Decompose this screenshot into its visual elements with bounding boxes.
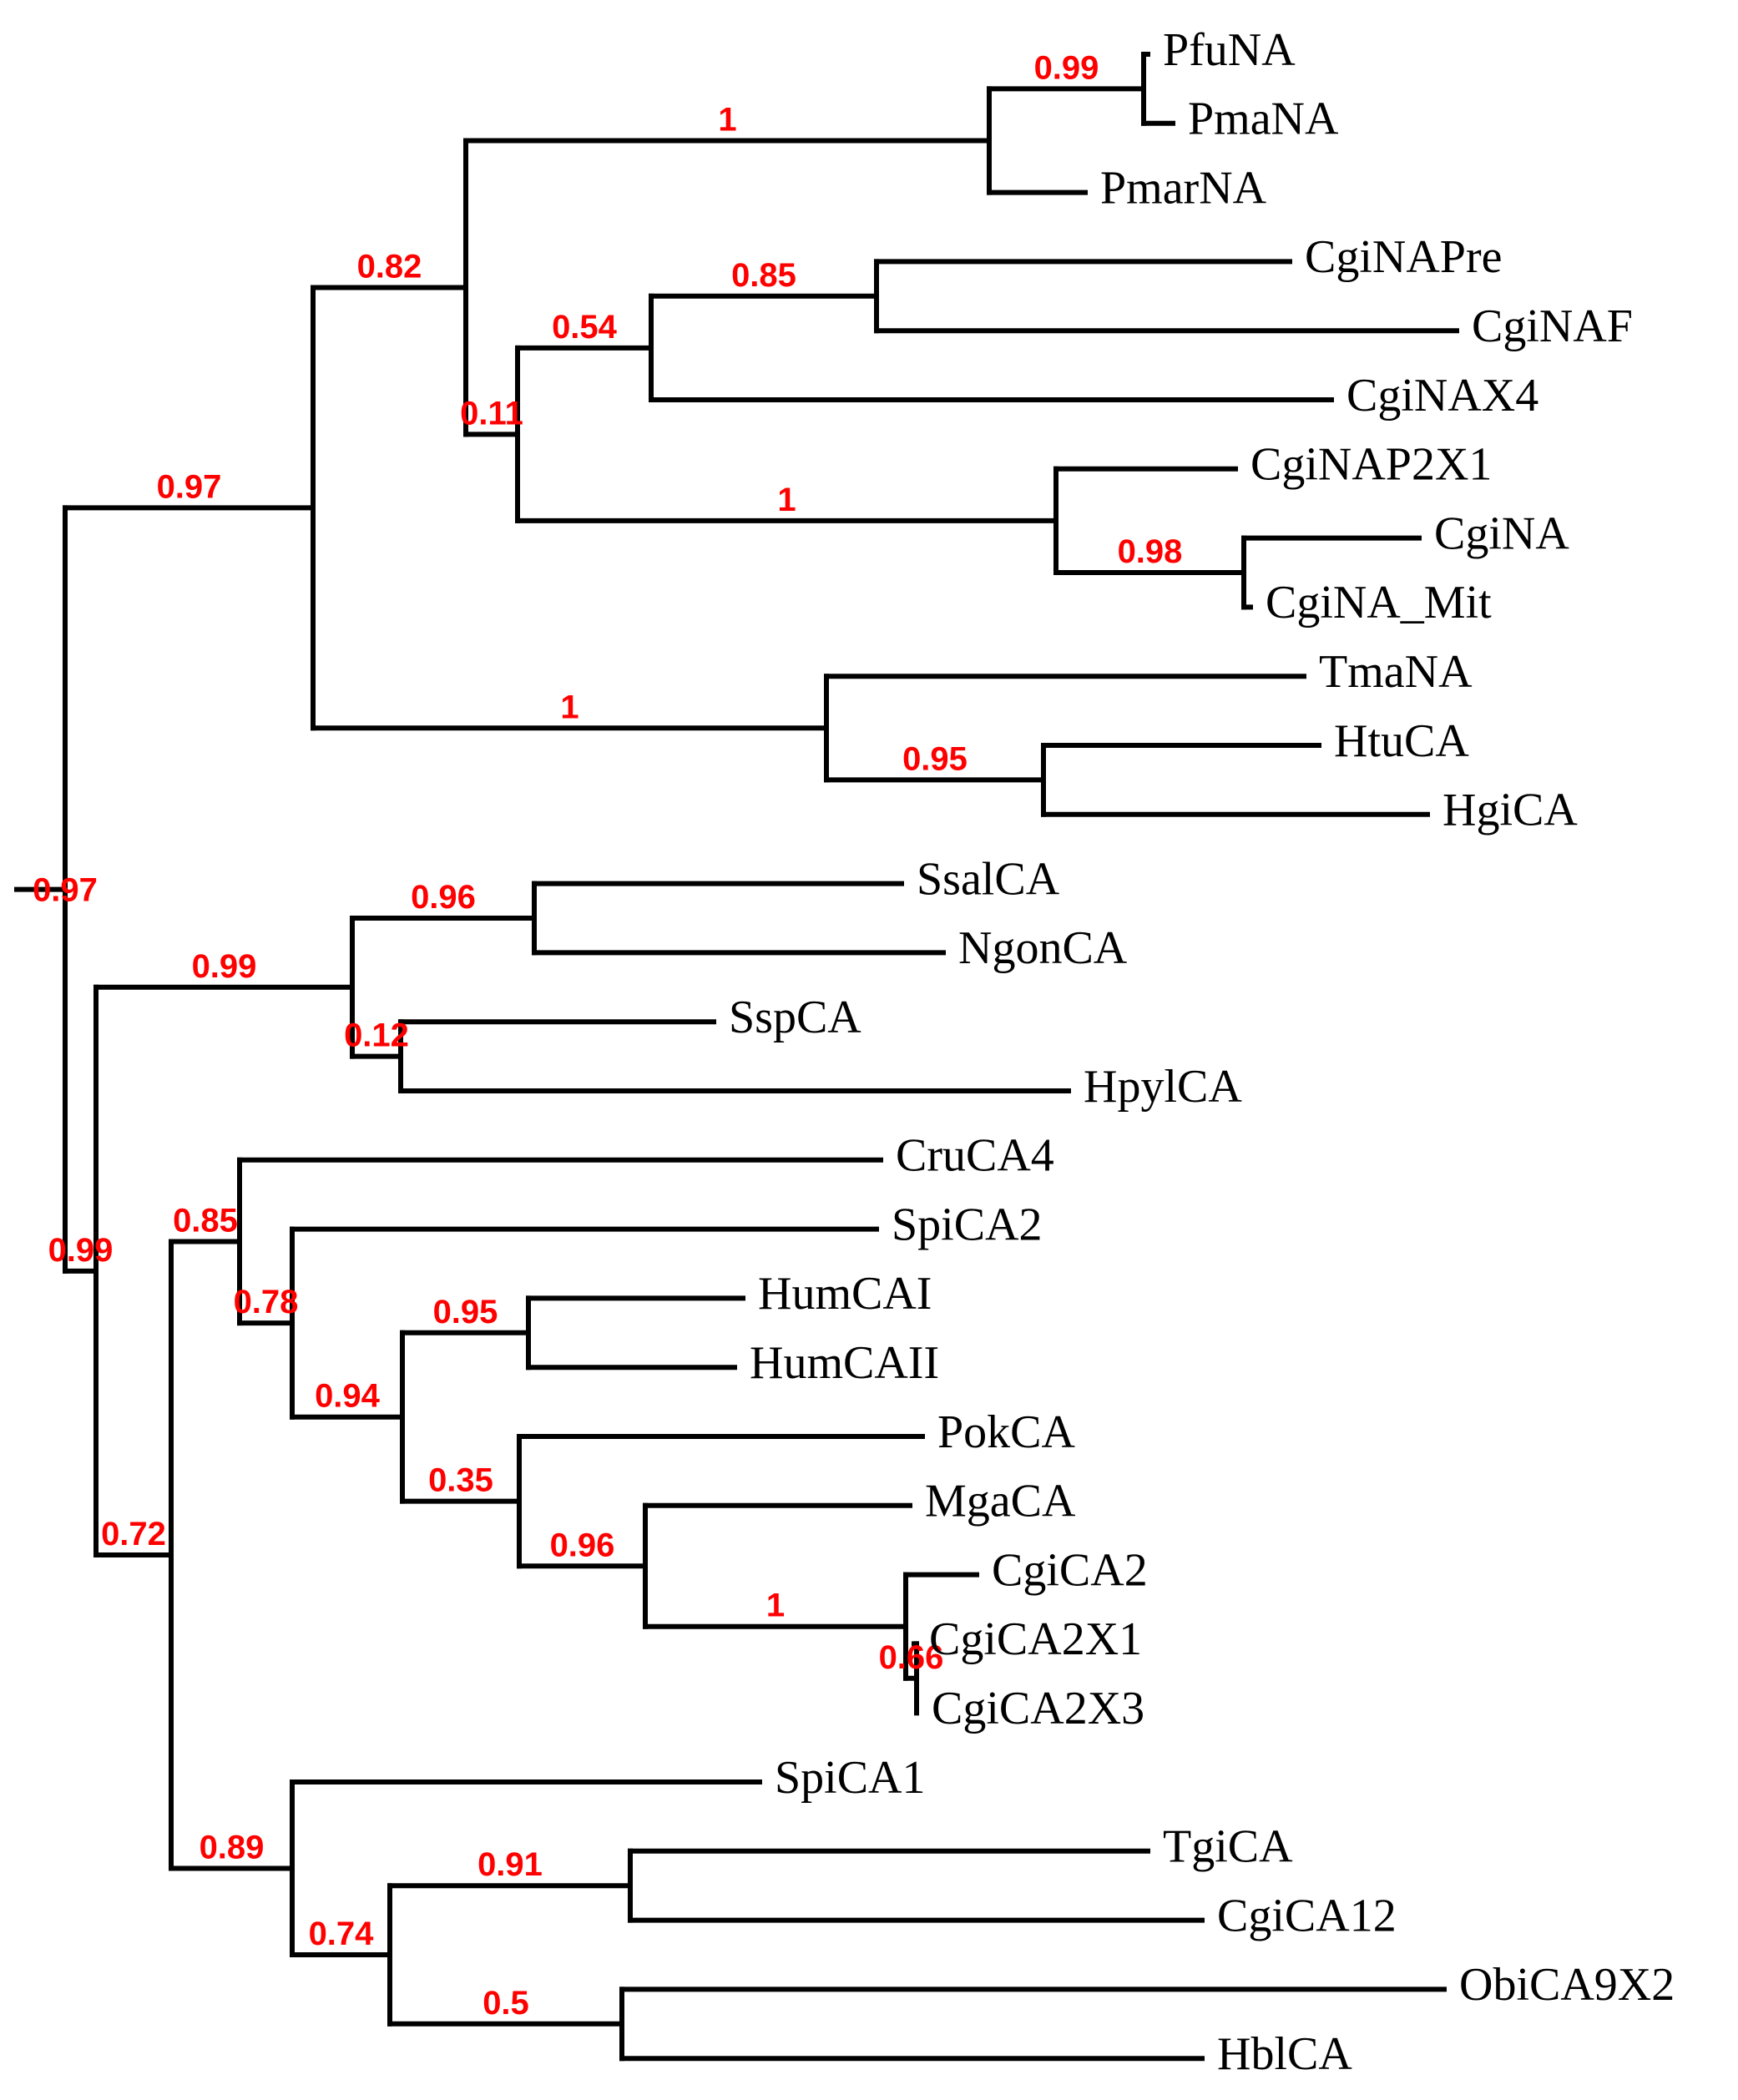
leaf-label-HumCAII: HumCAII bbox=[750, 1337, 939, 1389]
tree-branches bbox=[14, 52, 1459, 2062]
leaf-label-CgiNA_Mit: CgiNA_Mit bbox=[1266, 577, 1492, 628]
support-n_na_all: 0.82 bbox=[357, 248, 422, 285]
leaf-label-SspCA: SspCA bbox=[729, 992, 861, 1043]
support-n_upper: 0.97 bbox=[157, 468, 222, 505]
leaf-label-NgonCA: NgonCA bbox=[958, 922, 1128, 974]
support-n_na_mit: 0.98 bbox=[1118, 533, 1183, 570]
support-n_pok: 0.35 bbox=[428, 1462, 493, 1499]
leaf-label-PokCA: PokCA bbox=[937, 1406, 1075, 1458]
leaf-label-CgiNAP2X1: CgiNAP2X1 bbox=[1250, 439, 1492, 491]
support-n_ssp_hpyl: 0.12 bbox=[344, 1017, 409, 1054]
leaf-label-CgiNAX4: CgiNAX4 bbox=[1346, 370, 1538, 422]
leaf-label-CgiCA2X1: CgiCA2X1 bbox=[929, 1613, 1142, 1665]
support-n_pfu_pma: 0.99 bbox=[1034, 49, 1099, 86]
leaf-label-PfuNA: PfuNA bbox=[1163, 24, 1296, 76]
support-n_cgi: 0.11 bbox=[460, 395, 523, 432]
leaf-label-HgiCA: HgiCA bbox=[1442, 785, 1578, 836]
leaf-label-CgiNAPre: CgiNAPre bbox=[1305, 231, 1502, 283]
support-n_pmar: 1 bbox=[718, 102, 736, 139]
leaf-label-CgiCA12: CgiCA12 bbox=[1217, 1890, 1397, 1941]
support-n_cru: 0.85 bbox=[173, 1202, 238, 1239]
support-n_x1_x3: 0.66 bbox=[879, 1639, 944, 1676]
support-root: 0.97 bbox=[33, 872, 98, 909]
leaf-label-HumCAI: HumCAI bbox=[758, 1268, 932, 1320]
support-values: 0.99 1 0.85 0.54 0.98 1 0.11 0.82 0.95 1 0.97 0.96 0… bbox=[33, 49, 1182, 2021]
support-n_ca_x: 0.74 bbox=[309, 1916, 375, 1952]
support-n_mga: 0.96 bbox=[550, 1527, 615, 1563]
support-n_lower: 0.99 bbox=[48, 1232, 114, 1269]
support-n_spica2: 0.78 bbox=[234, 1284, 299, 1320]
support-n_cgica2: 1 bbox=[766, 1588, 785, 1624]
support-n_tgi_cgi12: 0.91 bbox=[477, 1846, 543, 1883]
support-n_pre_f: 0.85 bbox=[731, 257, 796, 294]
leaf-label-MgaCA: MgaCA bbox=[925, 1476, 1076, 1527]
support-n_bact: 0.99 bbox=[192, 948, 257, 985]
support-n_htu_hgi: 0.95 bbox=[902, 740, 968, 777]
leaf-label-SsalCA: SsalCA bbox=[917, 853, 1060, 905]
leaf-label-TmaNA: TmaNA bbox=[1319, 646, 1473, 698]
support-n_hum_pok: 0.94 bbox=[315, 1378, 381, 1415]
leaf-label-CruCA4: CruCA4 bbox=[896, 1130, 1054, 1182]
leaf-label-HblCA: HblCA bbox=[1217, 2028, 1352, 2080]
leaf-label-TgiCA: TgiCA bbox=[1163, 1821, 1293, 1873]
support-n_tma: 1 bbox=[560, 689, 578, 725]
support-n_hum: 0.95 bbox=[433, 1294, 498, 1330]
support-n_x4: 0.54 bbox=[552, 309, 618, 346]
support-n_alpha: 0.72 bbox=[101, 1516, 166, 1552]
leaf-label-PmarNA: PmarNA bbox=[1100, 162, 1267, 214]
leaf-label-ObiCA9X2: ObiCA9X2 bbox=[1459, 1959, 1675, 2011]
leaf-label-HpylCA: HpylCA bbox=[1084, 1061, 1242, 1113]
support-n_spica1: 0.89 bbox=[200, 1830, 265, 1866]
leaf-label-PmaNA: PmaNA bbox=[1188, 93, 1339, 145]
leaf-label-SpiCA1: SpiCA1 bbox=[775, 1752, 926, 1804]
leaf-label-CgiNAF: CgiNAF bbox=[1472, 300, 1633, 352]
support-n_p2x1: 1 bbox=[777, 482, 796, 518]
leaf-label-CgiCA2: CgiCA2 bbox=[992, 1544, 1148, 1596]
support-n_ssal_ngon: 0.96 bbox=[411, 879, 476, 916]
support-n_obi_hbl: 0.5 bbox=[482, 1985, 529, 2022]
leaf-label-CgiNA: CgiNA bbox=[1434, 507, 1569, 559]
leaf-label-HtuCA: HtuCA bbox=[1334, 715, 1469, 767]
leaf-label-CgiCA2X3: CgiCA2X3 bbox=[932, 1683, 1144, 1734]
leaf-label-SpiCA2: SpiCA2 bbox=[892, 1199, 1043, 1250]
